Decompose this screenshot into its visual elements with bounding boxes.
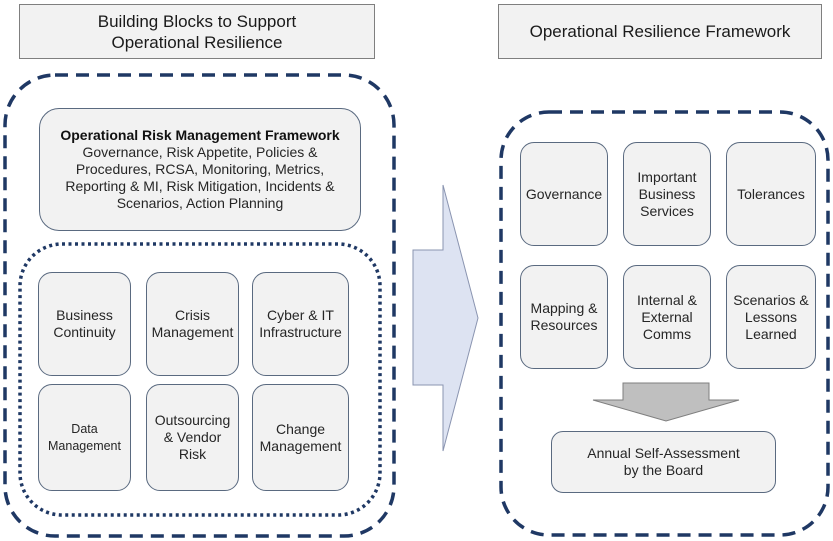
framework-block-important-business-services: Important Business Services: [623, 142, 711, 246]
annual-self-assessment-box: Annual Self-Assessment by the Board: [551, 431, 776, 493]
framework-block-scenarios: Scenarios & Lessons Learned: [726, 265, 816, 369]
down-arrow-icon: [592, 382, 740, 422]
building-block-business-continuity: Business Continuity: [38, 272, 131, 376]
framework-block-governance: Governance: [520, 142, 608, 246]
framework-block-mapping-resources: Mapping & Resources: [520, 265, 608, 369]
building-block-change-management: Change Management: [252, 384, 349, 491]
framework-block-comms: Internal & External Comms: [623, 265, 711, 369]
building-block-data-management: Data Management: [38, 384, 131, 491]
framework-block-tolerances: Tolerances: [726, 142, 816, 246]
right-header-title: Operational Resilience Framework: [498, 4, 822, 59]
transition-arrow-icon: [412, 184, 479, 452]
building-block-outsourcing: Outsourcing & Vendor Risk: [146, 384, 239, 491]
left-header-title: Building Blocks to Support Operational R…: [19, 4, 375, 59]
building-block-crisis-management: Crisis Management: [146, 272, 239, 376]
building-block-cyber-it: Cyber & IT Infrastructure: [252, 272, 349, 376]
orm-framework-box: Operational Risk Management Framework Go…: [39, 108, 361, 231]
orm-framework-title: Operational Risk Management Framework: [60, 127, 340, 143]
orm-framework-description: Governance, Risk Appetite, Policies & Pr…: [65, 144, 335, 211]
